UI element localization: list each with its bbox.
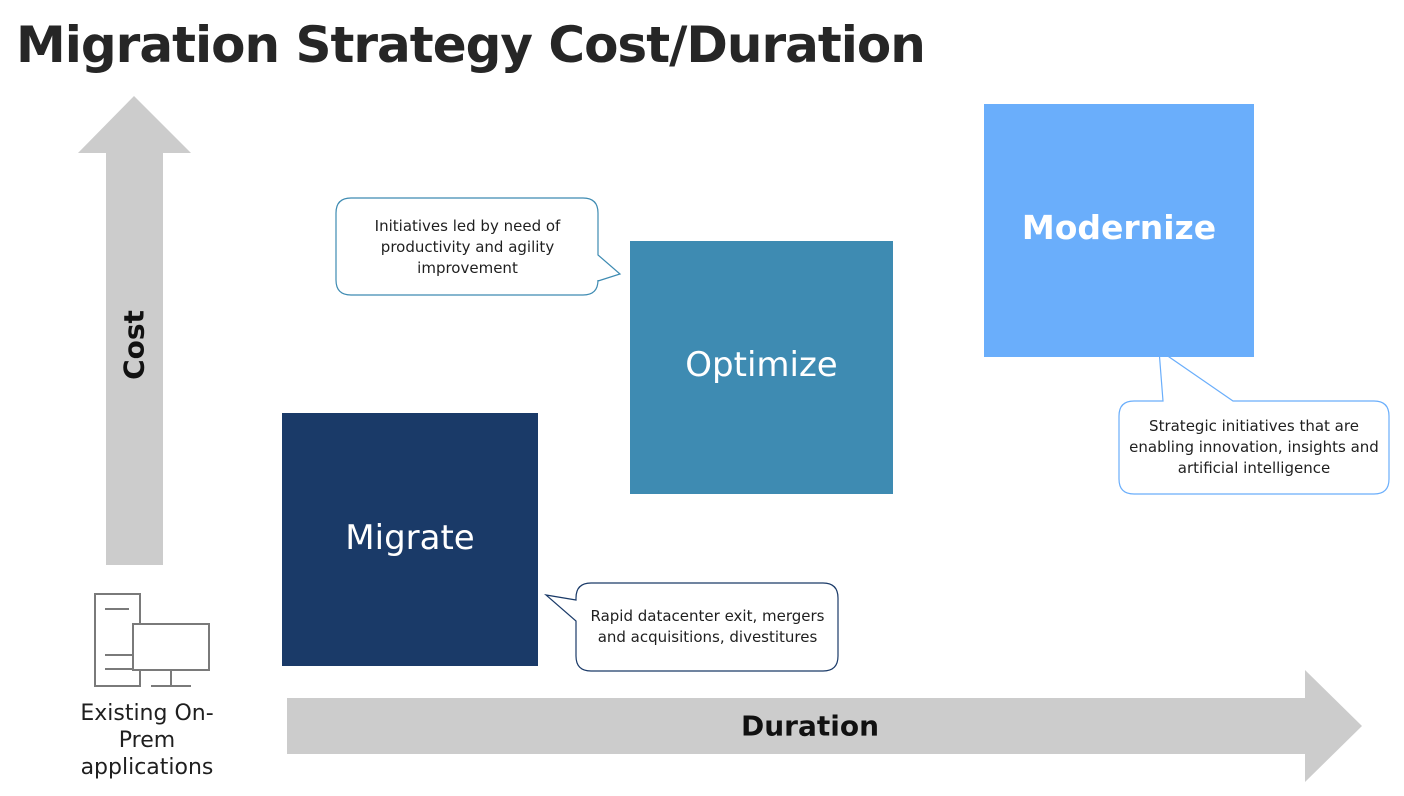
callout-optimize-bubble <box>335 197 622 296</box>
server-and-monitor-icon <box>94 593 210 687</box>
callout-modernize-bubble <box>1118 348 1390 495</box>
stage-optimize-label: Optimize <box>685 344 838 385</box>
stage-modernize-label: Modernize <box>1021 208 1217 247</box>
stage-migrate-box: Migrate <box>282 413 538 666</box>
stage-modernize-box: Modernize <box>984 104 1254 357</box>
onprem-label-line-2: Prem <box>118 728 176 753</box>
callout-modernize-text: Strategic initiatives that are enabling … <box>1129 417 1379 477</box>
stage-optimize-box: Optimize <box>630 241 893 494</box>
duration-axis-label: Duration <box>740 709 880 743</box>
stage-migrate-label: Migrate <box>345 517 475 558</box>
callout-migrate-text: Rapid datacenter exit, mergers and acqui… <box>590 607 825 646</box>
cost-axis-label: Cost <box>117 310 151 380</box>
callout-migrate-bubble <box>543 582 839 672</box>
callout-optimize-text: Initiatives led by need of productivity … <box>374 216 561 277</box>
cost-axis-arrow <box>78 96 191 565</box>
duration-axis-arrow <box>287 670 1362 782</box>
onprem-label-line-1: Existing On- <box>80 701 214 726</box>
page-title: Migration Strategy Cost/Duration <box>16 16 926 74</box>
onprem-label: Existing On- Prem applications <box>60 700 234 781</box>
onprem-label-line-3: applications <box>80 755 214 780</box>
